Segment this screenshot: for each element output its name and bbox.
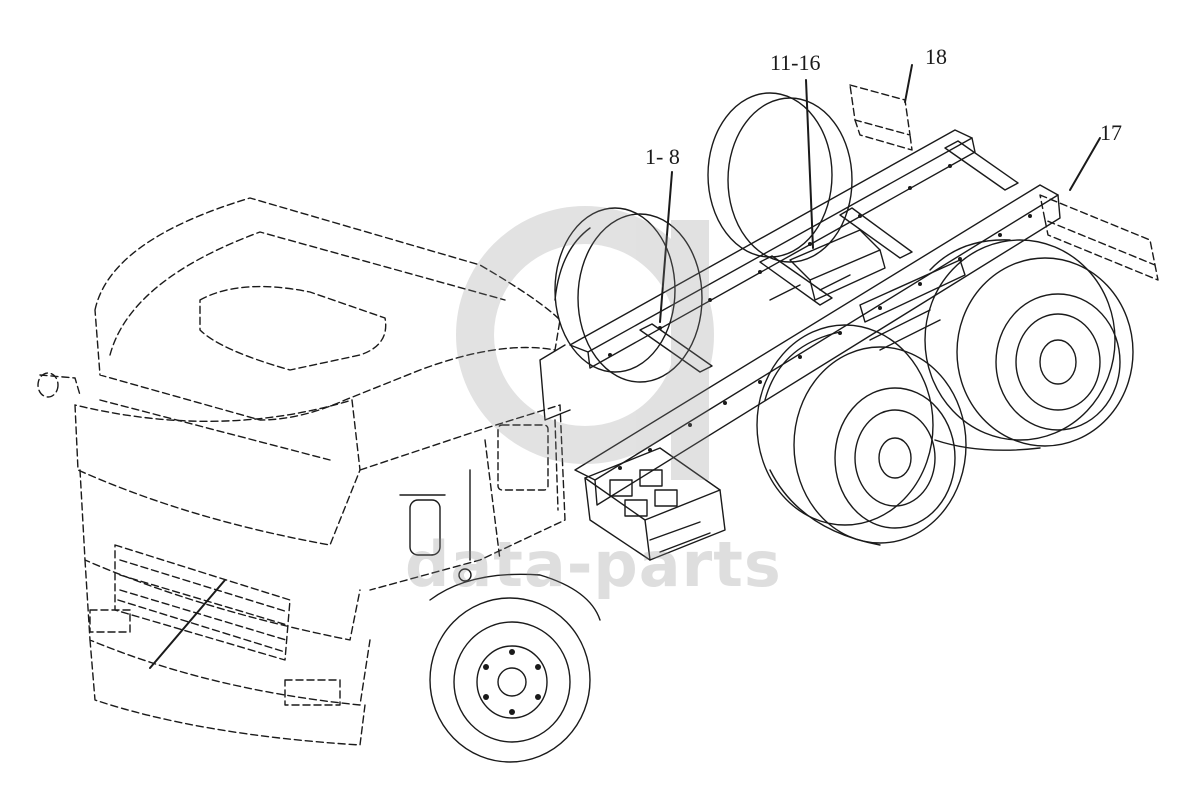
battery-box: [584, 447, 726, 561]
callout-18: 18: [925, 44, 947, 69]
rear-brackets: [849, 84, 1159, 281]
rear-near-wheels: [756, 239, 1134, 546]
leader-lines: [149, 64, 1101, 669]
suspension-assembly: [769, 229, 966, 351]
callout-1-8: 1- 8: [645, 144, 680, 169]
watermark-logo: [456, 206, 714, 480]
chassis-frame: [539, 129, 1061, 506]
cab-outline: [37, 197, 566, 746]
front-wheel: [429, 573, 601, 763]
watermark-text: data-parts: [405, 528, 782, 601]
callout-17: 17: [1100, 120, 1122, 145]
air-tank: [399, 469, 472, 582]
callout-11-16: 11-16: [770, 50, 821, 75]
